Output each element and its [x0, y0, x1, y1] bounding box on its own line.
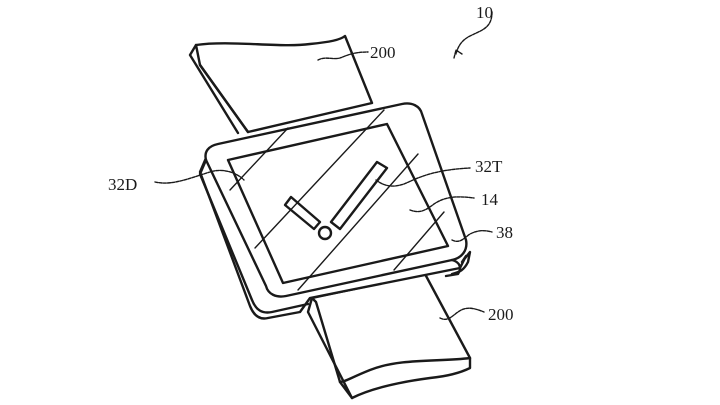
watch-hands — [283, 160, 389, 241]
label-housing: 38 — [496, 223, 513, 242]
display-screen — [226, 122, 450, 285]
leader-lines — [154, 11, 493, 321]
label-display: 14 — [481, 190, 498, 209]
cover-glare-lines — [229, 109, 445, 291]
lower-band — [306, 272, 472, 400]
label-band-top: 200 — [370, 43, 396, 62]
label-device: 10 — [476, 3, 493, 22]
label-display-cover: 32D — [108, 175, 138, 194]
label-band-bottom: 200 — [488, 305, 514, 324]
upper-band — [188, 34, 374, 135]
label-time-display: 32T — [475, 157, 503, 176]
